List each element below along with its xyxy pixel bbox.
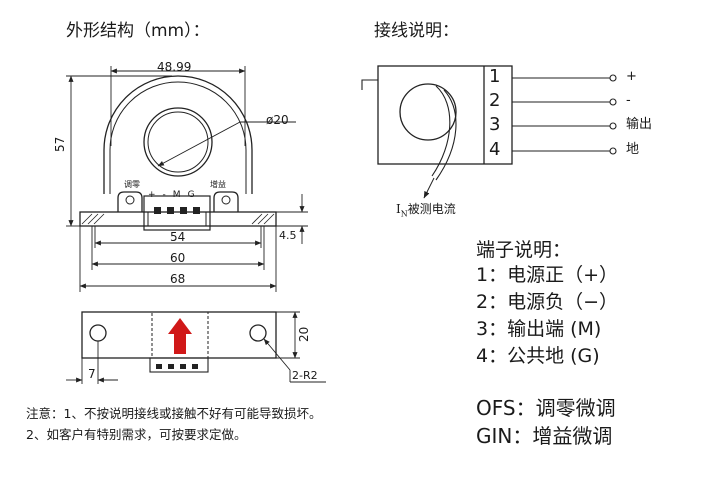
- terminal-legend-item-4: 4：公共地 (G): [476, 345, 600, 367]
- pin-marks: +-MG: [148, 191, 202, 200]
- trim-legend-gin: GIN：增益微调: [476, 424, 613, 448]
- terminal-legend-item-1: 1：电源正（+）: [476, 264, 619, 286]
- bottom-view: [66, 311, 326, 384]
- measured-current-label: IN被测电流: [396, 202, 456, 219]
- pin-mark-m: M: [172, 190, 188, 200]
- pin-mark-minus: -: [162, 190, 173, 200]
- terminal-legend-item-2: 2：电源负（−）: [476, 291, 619, 313]
- note-line-2: 2、如客户有特别需求，可按要求定做。: [26, 427, 247, 442]
- terminal-block: [143, 195, 211, 231]
- slot-callout-label: 2-R2: [292, 369, 318, 382]
- wiring-diagram: [361, 65, 617, 199]
- pin-function-plus: +: [626, 69, 637, 84]
- center-hole-inner: [147, 111, 209, 173]
- wiring-heading: 接线说明：: [374, 21, 459, 41]
- hole-dia-leader: [157, 121, 241, 167]
- base-hatch: [81, 213, 275, 225]
- current-direction-arrow: [168, 318, 192, 354]
- pin-function-minus: -: [626, 93, 631, 108]
- outline-heading: 外形结构（mm）：: [66, 21, 210, 41]
- note-line-1: 注意：1、不按说明接线或接触不好有可能导致损坏。: [26, 406, 322, 421]
- sensor-body-inner-outline: [109, 81, 247, 194]
- bottom-terminal-block: [149, 357, 209, 373]
- bottom-terminal-pins: [156, 364, 198, 369]
- terminal-pins: [154, 207, 200, 214]
- ofs-trim-screw: [125, 195, 135, 205]
- dim-68-label: 68: [170, 272, 186, 286]
- dim-48-99-label: 48.99: [157, 60, 192, 74]
- pin-number-4: 4: [489, 139, 501, 160]
- pin-mark-plus: +: [148, 190, 163, 200]
- pin-function-ground: 地: [626, 142, 640, 157]
- gin-trim-boss: [213, 191, 239, 212]
- current-arrow: [423, 177, 435, 199]
- dim-60-label: 60: [170, 251, 186, 265]
- trim-legend-ofs: OFS：调零微调: [476, 396, 616, 420]
- center-hole: [143, 107, 213, 177]
- bottom-left-slot: [89, 324, 107, 342]
- slot-callout-leader: [263, 338, 291, 371]
- bottom-right-slot: [249, 324, 267, 342]
- test-conductor: [431, 85, 451, 177]
- front-view: [79, 75, 296, 231]
- dim-4-5-label: 4.5: [279, 229, 297, 242]
- wire-stub: [361, 79, 378, 90]
- pin-number-3: 3: [489, 114, 501, 135]
- dim-hole-dia-label: ø20: [266, 113, 289, 127]
- pin-mark-g: G: [187, 190, 202, 200]
- dim-57-label: 57: [53, 136, 67, 152]
- sensor-body-outline: [103, 75, 253, 194]
- pin-function-output: 输出: [626, 117, 653, 132]
- wiring-sensor-box: [377, 65, 513, 165]
- wiring-hole: [399, 83, 457, 141]
- front-view-dimensions: [66, 66, 308, 292]
- wiring-terminal-circles: [609, 74, 617, 155]
- pin-number-2: 2: [489, 90, 501, 111]
- wiring-leads: [512, 77, 610, 152]
- ofs-trim-boss: [117, 191, 143, 212]
- gin-trim-screw: [221, 195, 231, 205]
- terminal-legend-title: 端子说明：: [476, 239, 572, 261]
- gin-trim-label: 增益: [210, 180, 226, 189]
- ofs-trim-label: 调零: [124, 180, 140, 189]
- dim-7-label: 7: [88, 367, 96, 381]
- dim-20-label: 20: [297, 326, 311, 342]
- base-plate: [79, 211, 277, 227]
- pin-number-1: 1: [489, 66, 501, 87]
- terminal-legend-item-3: 3：输出端 (M): [476, 318, 602, 340]
- dim-54-label: 54: [170, 230, 186, 244]
